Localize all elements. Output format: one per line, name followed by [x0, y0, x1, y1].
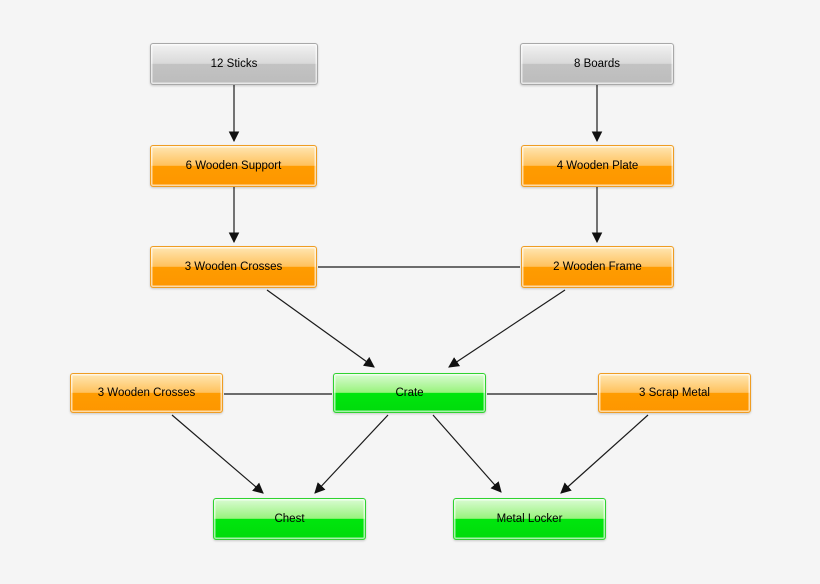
- edge-wooden-crosses-to-crate: [266, 289, 375, 368]
- edge-crate-to-chest: [314, 414, 389, 494]
- edge-crate-to-metal-locker: [432, 414, 502, 493]
- node-3-wooden-crosses: 3 Wooden Crosses: [150, 246, 317, 288]
- node-3-scrap-metal: 3 Scrap Metal: [598, 373, 751, 413]
- edge-wooden-crosses-2-to-chest: [171, 414, 264, 494]
- node-chest: Chest: [213, 498, 366, 540]
- node-metal-locker: Metal Locker: [453, 498, 606, 540]
- node-4-wooden-plate: 4 Wooden Plate: [521, 145, 674, 187]
- node-crate: Crate: [333, 373, 486, 413]
- node-8-boards: 8 Boards: [520, 43, 674, 85]
- node-6-wooden-support: 6 Wooden Support: [150, 145, 317, 187]
- node-3-wooden-crosses-2: 3 Wooden Crosses: [70, 373, 223, 413]
- node-12-sticks: 12 Sticks: [150, 43, 318, 85]
- edge-scrap-metal-to-metal-locker: [560, 414, 649, 494]
- edge-wooden-frame-to-crate: [448, 289, 566, 368]
- node-2-wooden-frame: 2 Wooden Frame: [521, 246, 674, 288]
